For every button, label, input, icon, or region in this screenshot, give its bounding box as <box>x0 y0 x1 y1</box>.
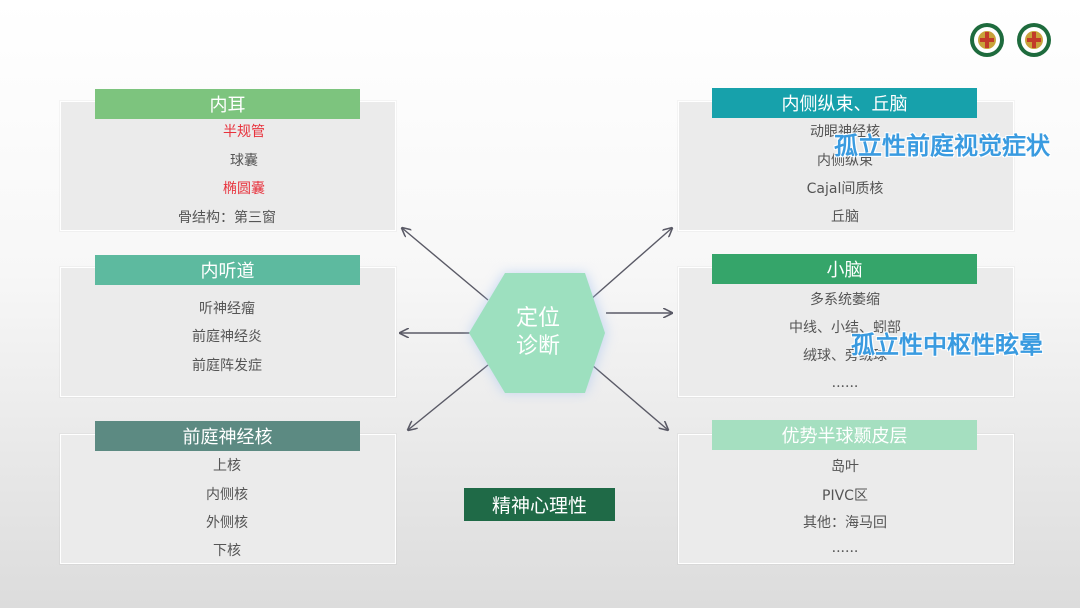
arrow-to-inner-ear <box>402 228 489 301</box>
list-item: 岛叶 <box>831 459 859 475</box>
list-item: 前庭阵发症 <box>192 358 262 374</box>
panel-vestibular-nuclei <box>60 434 396 564</box>
arrow-to-mlf <box>589 228 672 301</box>
arrow-to-vn <box>408 364 489 430</box>
university-seal-icon <box>970 23 1004 57</box>
panel-internal-auditory-canal <box>60 267 396 397</box>
list-item: 其他：海马回 <box>803 515 887 531</box>
panel-title-iac: 内听道 <box>95 255 360 285</box>
panel-title-cortex: 优势半球颞皮层 <box>712 420 977 450</box>
list-item: 绒球、旁绒球 <box>803 348 887 364</box>
panel-cerebellum <box>678 267 1014 397</box>
list-item: 内侧纵束 <box>817 153 873 169</box>
center-hexagon <box>469 273 607 393</box>
list-item: 球囊 <box>230 153 258 169</box>
arrow-to-cortex <box>591 364 668 430</box>
panel-mlf-thalamus <box>678 101 1014 231</box>
panel-title-inner-ear: 内耳 <box>95 89 360 119</box>
list-item: 动眼神经核 <box>810 124 880 140</box>
list-item: 多系统萎缩 <box>810 292 880 308</box>
list-item: 中线、小结、蚓部 <box>789 320 901 336</box>
panel-title-mlf: 内侧纵束、丘脑 <box>712 88 977 118</box>
list-item: 听神经瘤 <box>199 301 255 317</box>
list-item: 丘脑 <box>831 209 859 225</box>
center-label-line2: 诊断 <box>515 334 560 359</box>
list-item: 下核 <box>213 543 241 559</box>
list-item: 上核 <box>213 458 241 474</box>
list-item: 骨结构：第三窗 <box>178 210 276 226</box>
list-item: 外侧核 <box>206 515 248 531</box>
university-seal-icon <box>1017 23 1051 57</box>
panel-title-vn: 前庭神经核 <box>95 421 360 451</box>
overlay-central-vertigo: 孤立性中枢性眩晕 <box>851 331 1043 359</box>
list-item: 椭圆囊 <box>223 181 265 197</box>
list-item: 内侧核 <box>206 487 248 503</box>
center-label-line1: 定位 <box>515 306 560 331</box>
list-item: ...... <box>831 375 859 391</box>
list-item: Cajal间质核 <box>806 181 884 197</box>
list-item: ...... <box>831 540 859 556</box>
overlay-visual-symptoms: 孤立性前庭视觉症状 <box>834 132 1050 160</box>
panel-title-cerebellum: 小脑 <box>712 254 977 284</box>
list-item: 半规管 <box>223 124 265 140</box>
list-item: 前庭神经炎 <box>192 329 262 345</box>
psych-label: 精神心理性 <box>464 488 615 521</box>
center-label: 定位 诊断 <box>500 305 576 361</box>
panel-inner-ear <box>60 101 396 231</box>
panel-dominant-temporal-cortex <box>678 434 1014 564</box>
list-item: PIVC区 <box>822 488 868 504</box>
